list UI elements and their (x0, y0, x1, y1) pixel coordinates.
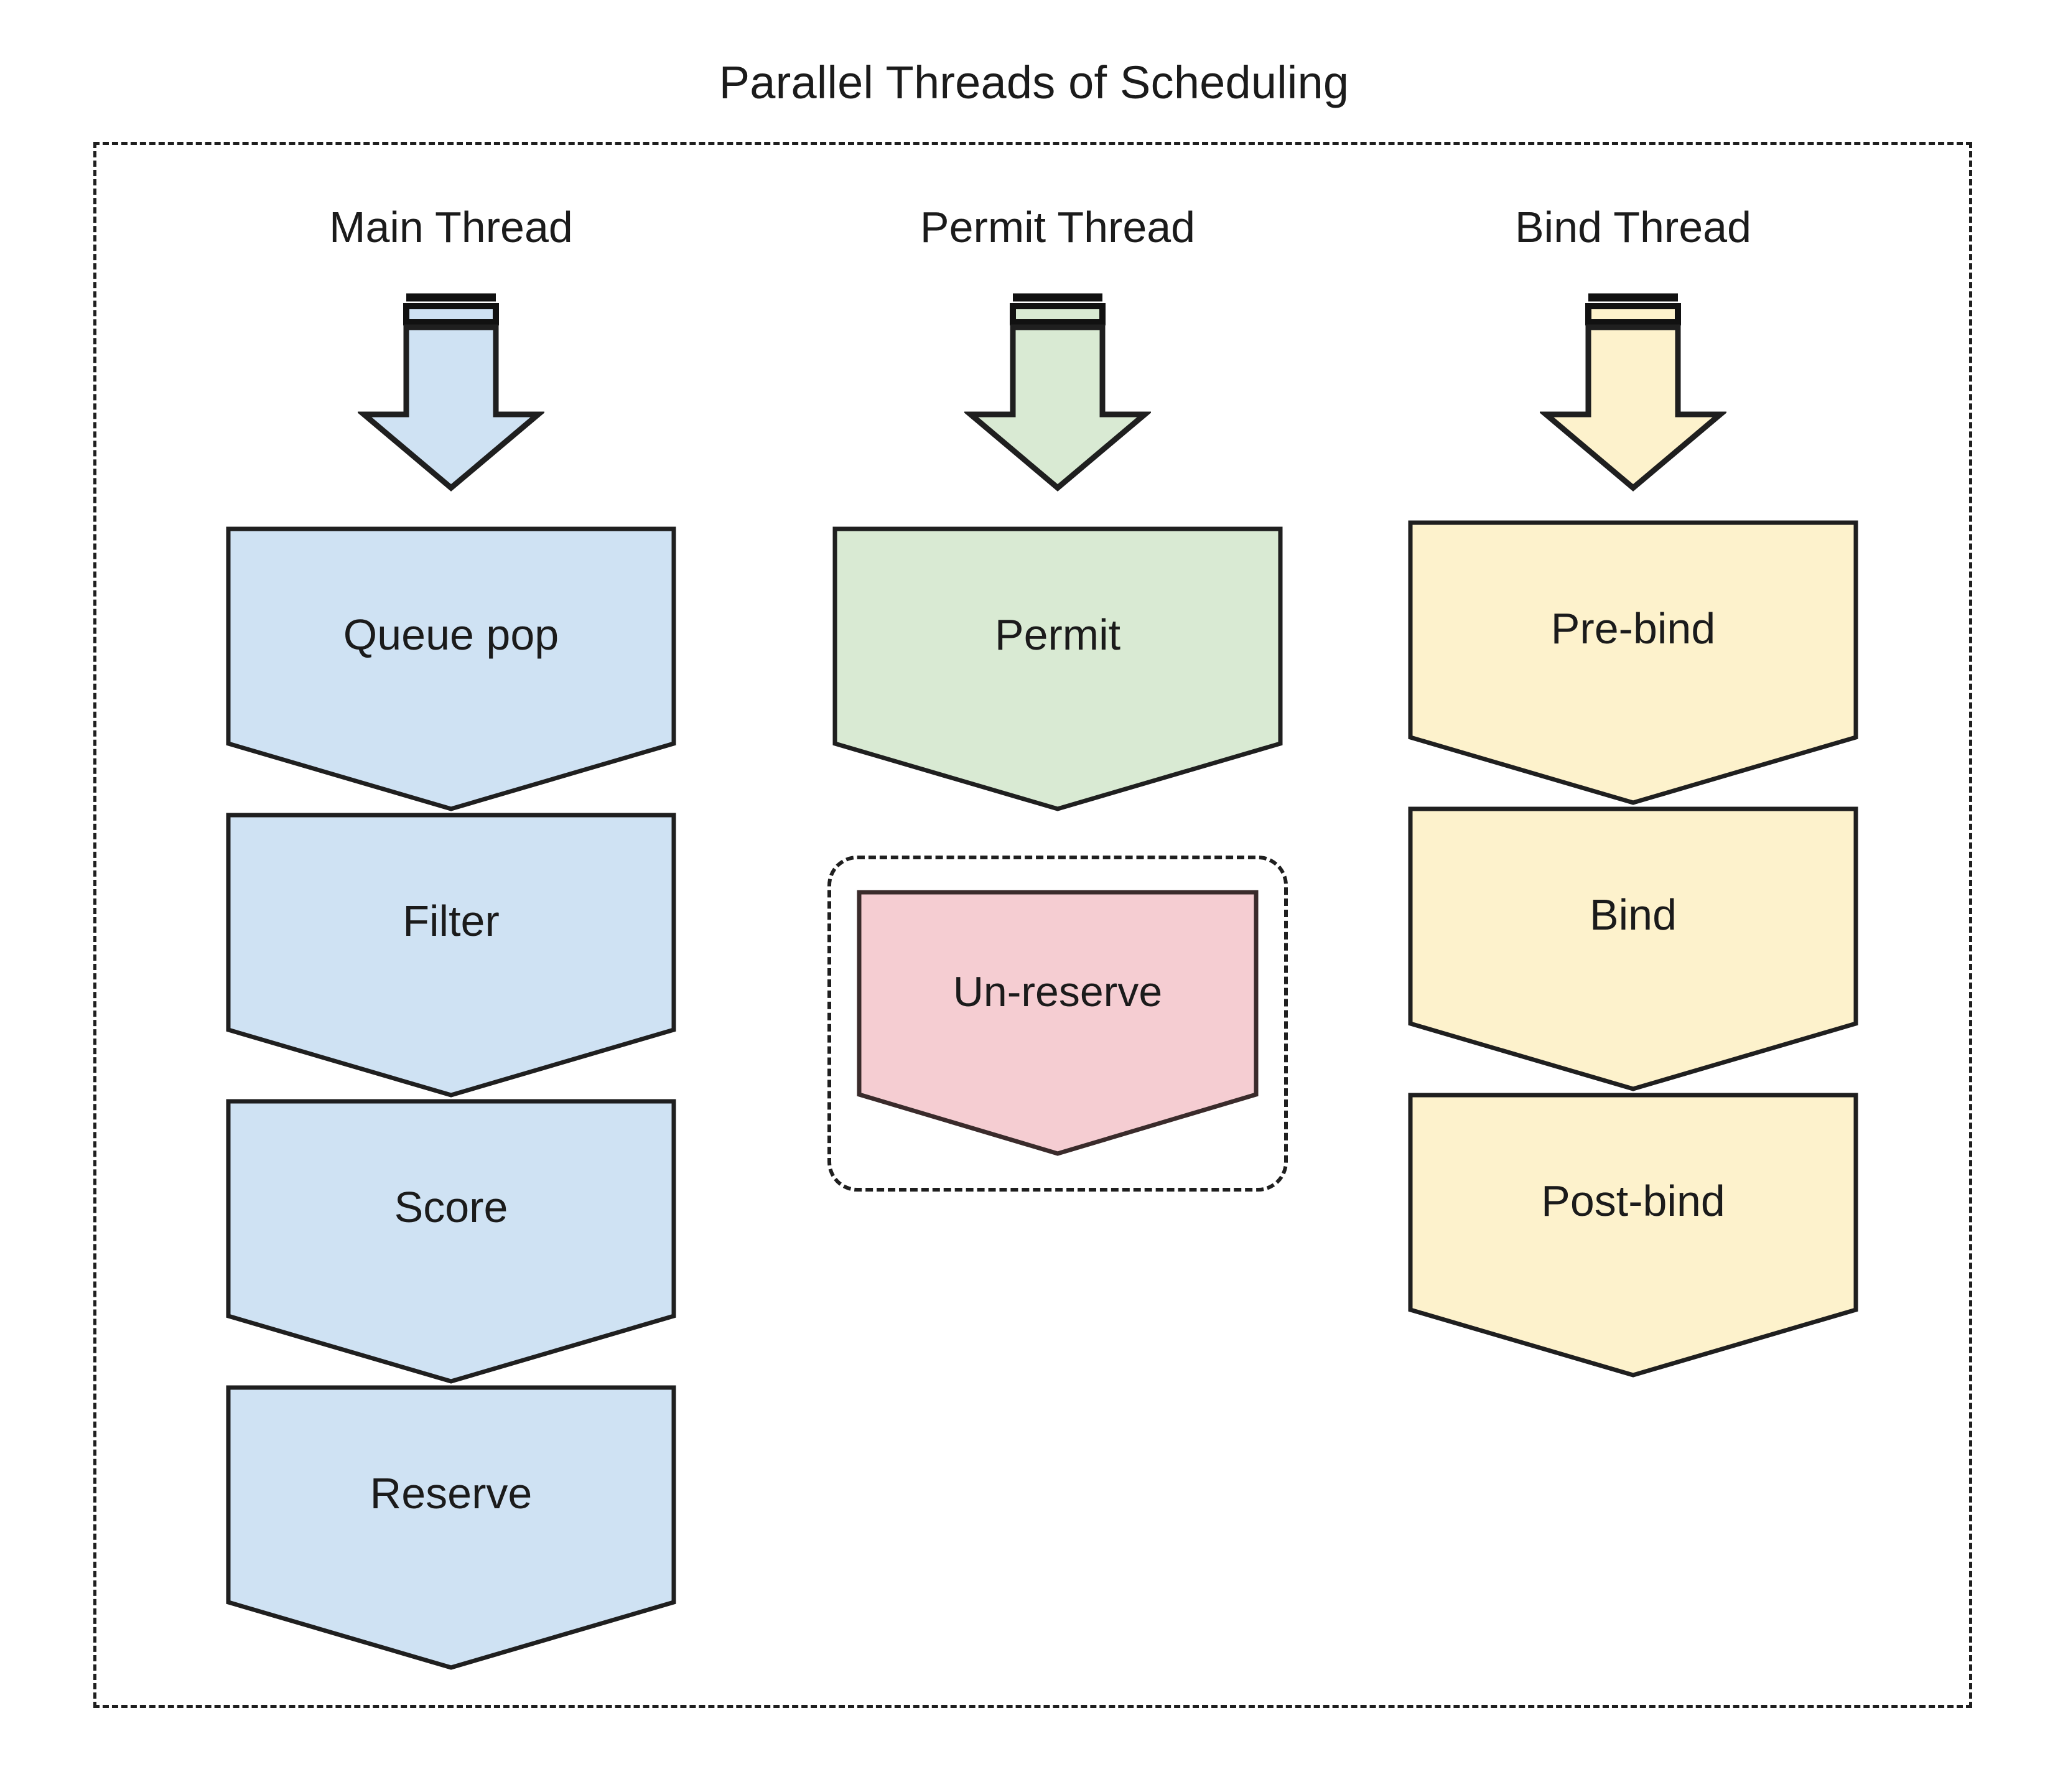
down-arrow-icon-permit (964, 292, 1151, 492)
step-permit[interactable]: Permit (832, 526, 1283, 812)
unreserve-optional-group: Un-reserve (827, 856, 1288, 1192)
step-score[interactable]: Score (225, 1098, 677, 1384)
thread-label-permit: Permit Thread (920, 203, 1196, 251)
down-arrow-icon-main (358, 292, 544, 492)
step-pre-bind[interactable]: Pre-bind (1407, 520, 1859, 806)
down-arrow-icon-bind (1540, 292, 1726, 492)
page-title: Parallel Threads of Scheduling (719, 57, 1349, 108)
step-un-reserve[interactable]: Un-reserve (856, 889, 1259, 1157)
parallel-threads-container (93, 142, 1972, 1708)
step-filter[interactable]: Filter (225, 812, 677, 1098)
thread-label-main: Main Thread (329, 203, 573, 251)
step-reserve[interactable]: Reserve (225, 1384, 677, 1671)
thread-label-bind: Bind Thread (1514, 203, 1752, 251)
step-post-bind[interactable]: Post-bind (1407, 1092, 1859, 1378)
step-queue-pop[interactable]: Queue pop (225, 526, 677, 812)
step-bind[interactable]: Bind (1407, 806, 1859, 1092)
